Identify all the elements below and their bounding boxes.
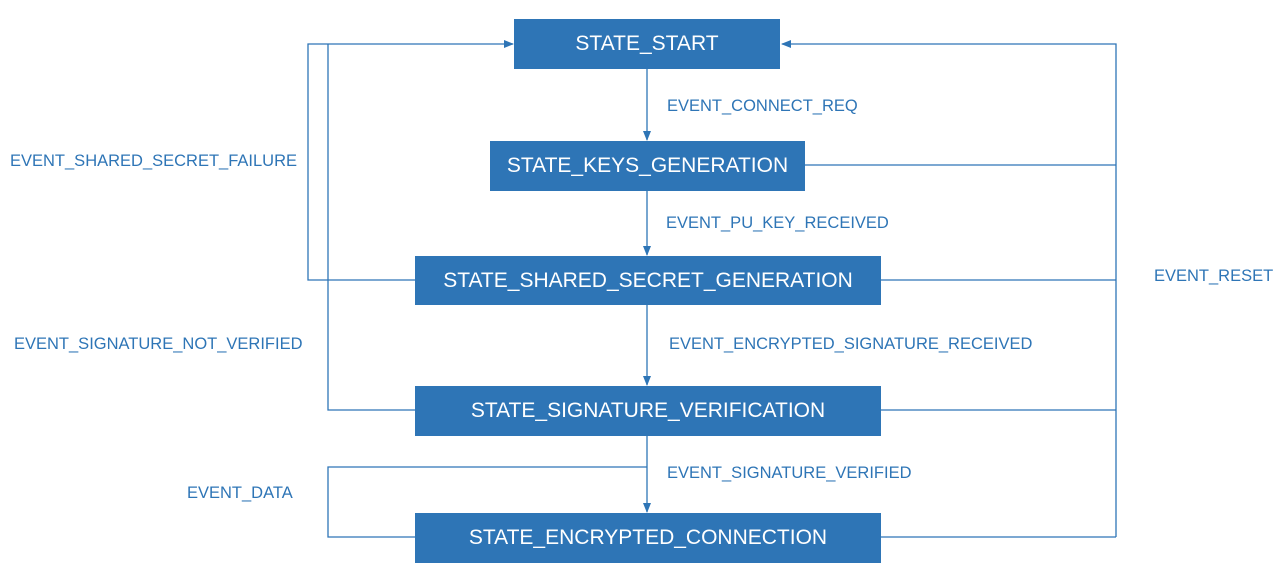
event-reset-label: EVENT_RESET <box>1154 267 1274 285</box>
state-encrypted-connection: STATE_ENCRYPTED_CONNECTION <box>415 513 881 563</box>
state-signature-verification: STATE_SIGNATURE_VERIFICATION <box>415 386 881 436</box>
loop-event-data <box>327 466 647 538</box>
event-signature-verified-label: EVENT_SIGNATURE_VERIFIED <box>667 464 912 482</box>
event-signature-not-verified-label: EVENT_SIGNATURE_NOT_VERIFIED <box>14 335 303 353</box>
state-start: STATE_START <box>514 19 780 69</box>
event-encrypted-signature-received-label: EVENT_ENCRYPTED_SIGNATURE_RECEIVED <box>669 335 1033 353</box>
event-data-label: EVENT_DATA <box>187 484 293 502</box>
event-connect-req-label: EVENT_CONNECT_REQ <box>667 97 858 115</box>
state-keys-generation: STATE_KEYS_GENERATION <box>490 141 805 191</box>
event-pu-key-received-label: EVENT_PU_KEY_RECEIVED <box>666 214 889 232</box>
loop-reset <box>781 40 1117 537</box>
loop-shared-secret-failure <box>307 40 514 281</box>
state-shared-secret-generation: STATE_SHARED_SECRET_GENERATION <box>415 256 881 305</box>
event-shared-secret-failure-label: EVENT_SHARED_SECRET_FAILURE <box>10 152 298 170</box>
loop-signature-not-verified <box>327 44 415 411</box>
